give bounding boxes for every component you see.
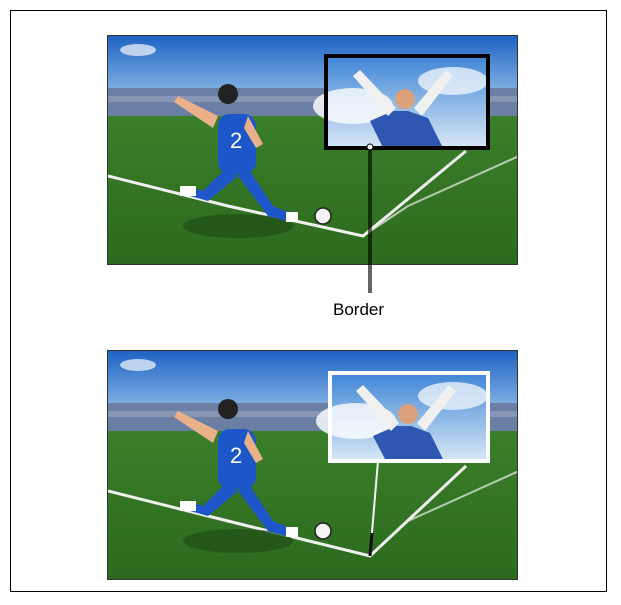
soccer-scene-illustration: 2 — [108, 36, 518, 265]
scene-with-white-border: 2 — [107, 350, 518, 580]
pinp-window-black-border — [313, 56, 488, 148]
border-callout-label: Border — [333, 300, 384, 320]
svg-text:2: 2 — [230, 443, 242, 468]
cloud — [120, 44, 156, 56]
soccer-ball — [315, 523, 331, 539]
svg-text:2: 2 — [230, 128, 242, 153]
pinp-window-white-border — [316, 373, 488, 461]
cloud — [120, 359, 156, 371]
scene-with-black-border: 2 — [107, 35, 518, 265]
soccer-scene-illustration: 2 — [108, 351, 518, 580]
soccer-ball — [315, 208, 331, 224]
